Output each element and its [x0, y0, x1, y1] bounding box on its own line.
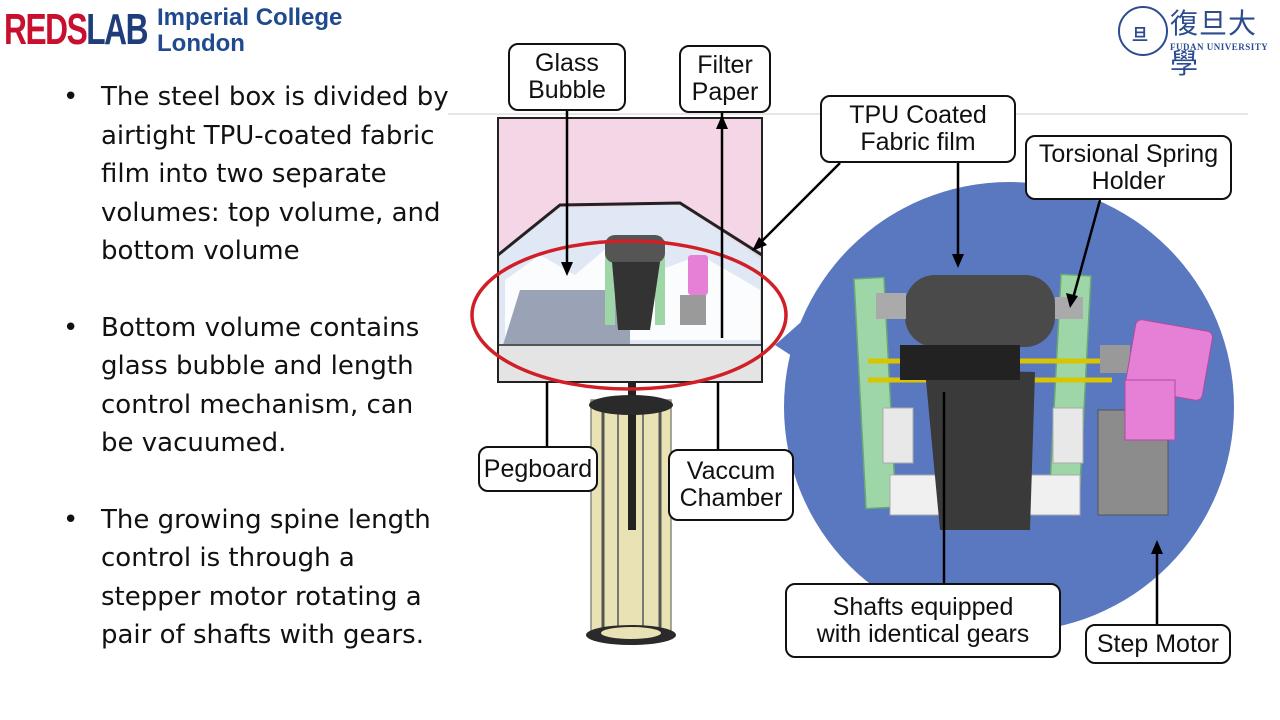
torsional-spring-holder-label: Torsional Spring Holder	[1025, 135, 1232, 200]
glass-bubble-label: Glass Bubble	[508, 43, 626, 111]
steel-box	[497, 117, 763, 383]
fudan-seal-icon: 旦	[1118, 6, 1168, 56]
fudan-logo-cn: 復旦大學	[1170, 7, 1258, 80]
redslab-logo: REDSLAB	[4, 5, 149, 54]
fudan-logo: 旦 復旦大學 FUDAN UNIVERSITY	[1116, 2, 1276, 80]
zoomed-mechanism	[853, 273, 1214, 530]
leader-lines	[545, 110, 1159, 626]
fudan-logo-en: FUDAN UNIVERSITY	[1170, 42, 1269, 52]
highlight-ellipse	[470, 239, 788, 391]
imperial-line2: London	[157, 30, 245, 57]
bullet-item: Bottom volume contains glass bubble and …	[60, 309, 450, 463]
bullet-list: The steel box is divided by airtight TPU…	[60, 78, 450, 693]
shafts-gears-label: Shafts equipped with identical gears	[785, 583, 1061, 658]
bullet-item: The steel box is divided by airtight TPU…	[60, 78, 450, 271]
growing-spine-tube	[586, 380, 676, 645]
pegboard-label: Pegboard	[478, 446, 598, 492]
filter-paper-label: Filter Paper	[679, 45, 771, 113]
vaccum-chamber-label: Vaccum Chamber	[668, 449, 794, 521]
imperial-line1: Imperial College	[157, 4, 343, 31]
imperial-logo: Imperial College London	[157, 5, 342, 57]
tpu-film-label: TPU Coated Fabric film	[820, 95, 1016, 163]
arrow-heads	[561, 115, 1163, 554]
bullet-item: The growing spine length control is thro…	[60, 501, 450, 655]
step-motor-label: Step Motor	[1085, 624, 1231, 664]
